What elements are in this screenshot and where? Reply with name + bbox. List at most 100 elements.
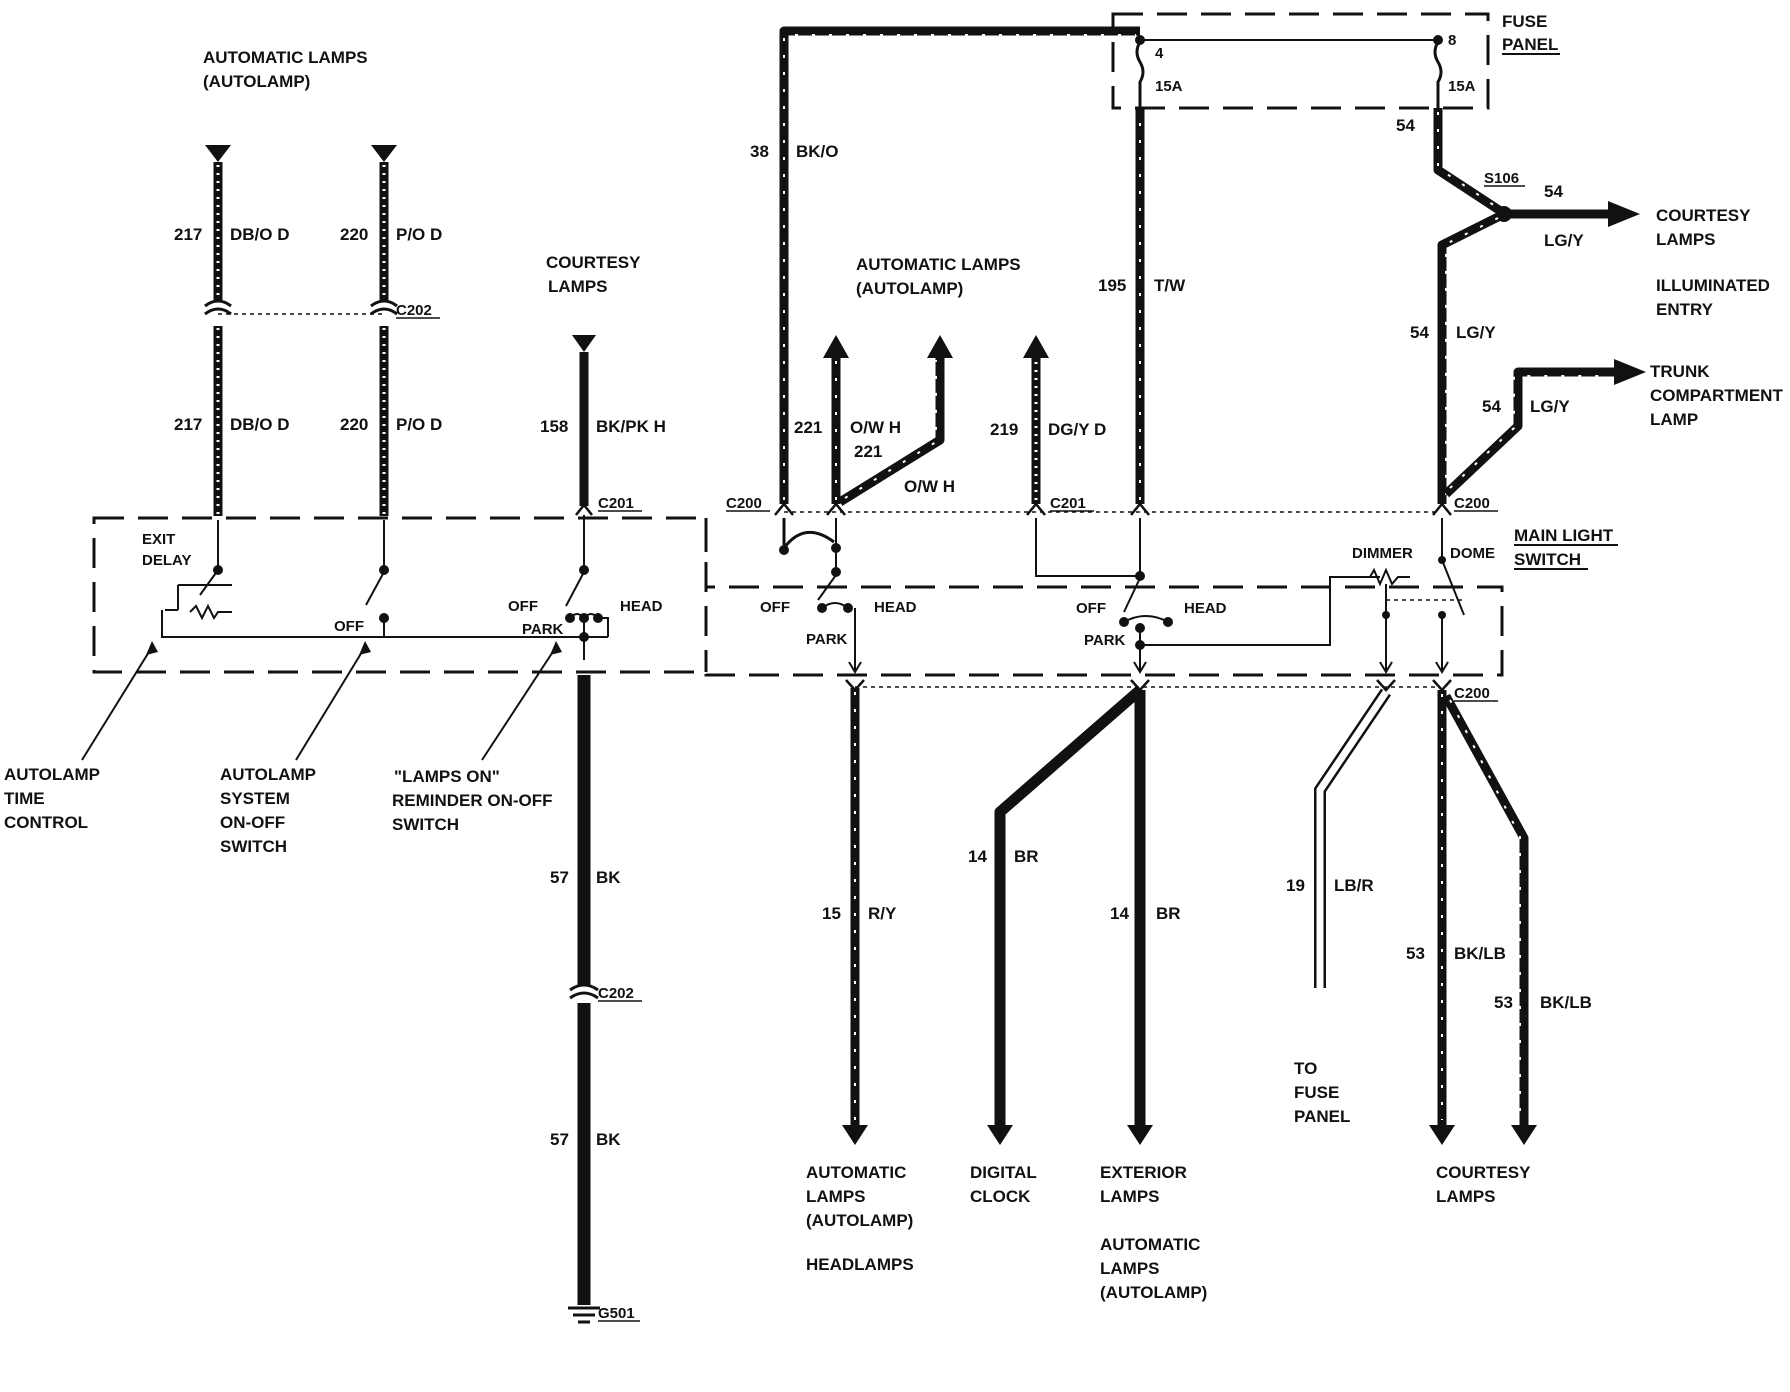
wire-53-b-num: 53 bbox=[1494, 993, 1513, 1012]
wire-221-a-num: 221 bbox=[794, 418, 822, 437]
label-out-ext-auto-1: AUTOMATIC bbox=[1100, 1235, 1200, 1254]
wire-54-trunk-num: 54 bbox=[1482, 397, 1501, 416]
wire-221-b bbox=[837, 356, 945, 506]
fuse-4 bbox=[1135, 35, 1145, 108]
label-out-headlamps: HEADLAMPS bbox=[806, 1255, 914, 1274]
wire-53-a-color: BK/LB bbox=[1454, 944, 1506, 963]
wire-54-top bbox=[1433, 108, 1505, 216]
label-autolamp-system-3: ON-OFF bbox=[220, 813, 285, 832]
switch-labels: EXIT DELAY OFF OFF PARK HEAD OFF PARK HE… bbox=[142, 531, 1495, 649]
wire-54-trunk bbox=[1442, 367, 1616, 498]
arrow-220-top bbox=[371, 145, 397, 162]
wire-15-color: R/Y bbox=[868, 904, 897, 923]
switch-off-4: OFF bbox=[1076, 600, 1106, 617]
wire-54-top-num: 54 bbox=[1396, 116, 1415, 135]
switch-park-4: PARK bbox=[1084, 632, 1126, 649]
wire-220-a-num: 220 bbox=[340, 225, 368, 244]
label-trunk-1: TRUNK bbox=[1650, 362, 1710, 381]
label-out-fuse-1: TO bbox=[1294, 1059, 1317, 1078]
arrow-54-trunk bbox=[1614, 359, 1646, 385]
exit-delay-switch bbox=[161, 520, 608, 638]
wire-195-num: 195 bbox=[1098, 276, 1126, 295]
fuse-4-rating: 15A bbox=[1155, 78, 1183, 95]
wire-54-mid-num: 54 bbox=[1410, 323, 1429, 342]
wire-38-color: BK/O bbox=[796, 142, 839, 161]
connector-c201-219 bbox=[1026, 502, 1046, 516]
connector-c200-221 bbox=[826, 502, 846, 516]
main-light-switch-box bbox=[92, 516, 1504, 677]
wire-195-color: T/W bbox=[1154, 276, 1186, 295]
label-fuse-panel-1: FUSE bbox=[1502, 12, 1547, 31]
wire-38-num: 38 bbox=[750, 142, 769, 161]
label-trunk-3: LAMP bbox=[1650, 410, 1698, 429]
label-out-ext-auto-2: LAMPS bbox=[1100, 1259, 1160, 1278]
switch-dimmer: DIMMER bbox=[1352, 545, 1413, 562]
connector-c202-bottom-label: C202 bbox=[598, 985, 634, 1002]
connector-c202-top: C202 bbox=[396, 302, 432, 319]
switch-dome: DOME bbox=[1450, 545, 1495, 562]
leader-autolamp-time-arrow bbox=[146, 641, 158, 655]
label-courtesy-right-1: COURTESY bbox=[1656, 206, 1751, 225]
connector-c201-b-label: C201 bbox=[1050, 495, 1086, 512]
connector-g501-label: G501 bbox=[598, 1305, 635, 1322]
arrow-14-clock bbox=[987, 1125, 1013, 1145]
label-autolamp-time-2: TIME bbox=[4, 789, 45, 808]
lamps-on-reminder-switch bbox=[565, 515, 609, 660]
label-autolamp-system-2: SYSTEM bbox=[220, 789, 290, 808]
wire-220-b-color: P/O D bbox=[396, 415, 442, 434]
connector-c200-195 bbox=[1130, 502, 1150, 516]
label-autolamp-time-3: CONTROL bbox=[4, 813, 88, 832]
connector-c200-14 bbox=[1130, 679, 1150, 692]
label-main-switch-2: SWITCH bbox=[1514, 550, 1581, 569]
wire-53-a-num: 53 bbox=[1406, 944, 1425, 963]
label-out-exterior-2: LAMPS bbox=[1100, 1187, 1160, 1206]
arrow-53-a bbox=[1429, 1125, 1455, 1145]
connector-c200-19 bbox=[1376, 679, 1396, 692]
connector-c200-b-label: C200 bbox=[1454, 495, 1490, 512]
wire-57-b-num: 57 bbox=[550, 1130, 569, 1149]
switch-park-3: PARK bbox=[806, 631, 848, 648]
label-autolamp-top-2: (AUTOLAMP) bbox=[203, 72, 310, 91]
connector-c200-53 bbox=[1432, 679, 1452, 692]
label-illuminated-2: ENTRY bbox=[1656, 300, 1714, 319]
wire-14-b-color: BR bbox=[1156, 904, 1181, 923]
label-out-ext-auto-3: (AUTOLAMP) bbox=[1100, 1283, 1207, 1302]
wire-220-b-num: 220 bbox=[340, 415, 368, 434]
switch-head-4: HEAD bbox=[1184, 600, 1227, 617]
wire-14-clock bbox=[994, 685, 1144, 1125]
switch-park-2: PARK bbox=[522, 621, 564, 638]
arrow-217-top bbox=[205, 145, 231, 162]
connector-c201-left bbox=[575, 502, 593, 516]
wire-15-num: 15 bbox=[822, 904, 841, 923]
label-lamps-on-1: "LAMPS ON" bbox=[394, 767, 500, 786]
arrow-15 bbox=[842, 1125, 868, 1145]
label-autolamp-time-1: AUTOLAMP bbox=[4, 765, 100, 784]
connector-c200-a bbox=[774, 502, 794, 516]
wire-labels: 217 DB/O D 217 DB/O D 220 P/O D 220 P/O … bbox=[174, 116, 1592, 1149]
arrow-53-b bbox=[1511, 1125, 1537, 1145]
label-out-autolamp-1: AUTOMATIC bbox=[806, 1163, 906, 1182]
wire-217-a-num: 217 bbox=[174, 225, 202, 244]
labels: AUTOMATIC LAMPS (AUTOLAMP) COURTESY LAMP… bbox=[4, 12, 1783, 1302]
label-courtesy-right-2: LAMPS bbox=[1656, 230, 1716, 249]
fuse-labels: 4 15A 8 15A bbox=[1155, 32, 1476, 95]
arrow-219 bbox=[1023, 335, 1049, 358]
wire-54-mid bbox=[1437, 209, 1507, 504]
leader-lamps-on bbox=[481, 646, 557, 761]
wire-54-s106-num: 54 bbox=[1544, 182, 1563, 201]
wire-57-a-color: BK bbox=[596, 868, 621, 887]
wire-14-b-num: 14 bbox=[1110, 904, 1129, 923]
label-out-autolamp-2: LAMPS bbox=[806, 1187, 866, 1206]
label-courtesy-top-1: COURTESY bbox=[546, 253, 641, 272]
leader-lamps-on-arrow bbox=[550, 641, 562, 655]
wire-217-b-color: DB/O D bbox=[230, 415, 290, 434]
wire-14-a-color: BR bbox=[1014, 847, 1039, 866]
wire-158-num: 158 bbox=[540, 417, 568, 436]
label-courtesy-top-2: LAMPS bbox=[548, 277, 608, 296]
connector-c202-top-a bbox=[204, 299, 232, 316]
wire-221-a-color: O/W H bbox=[850, 418, 901, 437]
wire-57-b-color: BK bbox=[596, 1130, 621, 1149]
label-fuse-panel-2: PANEL bbox=[1502, 35, 1558, 54]
fuse-8-rating: 15A bbox=[1448, 78, 1476, 95]
